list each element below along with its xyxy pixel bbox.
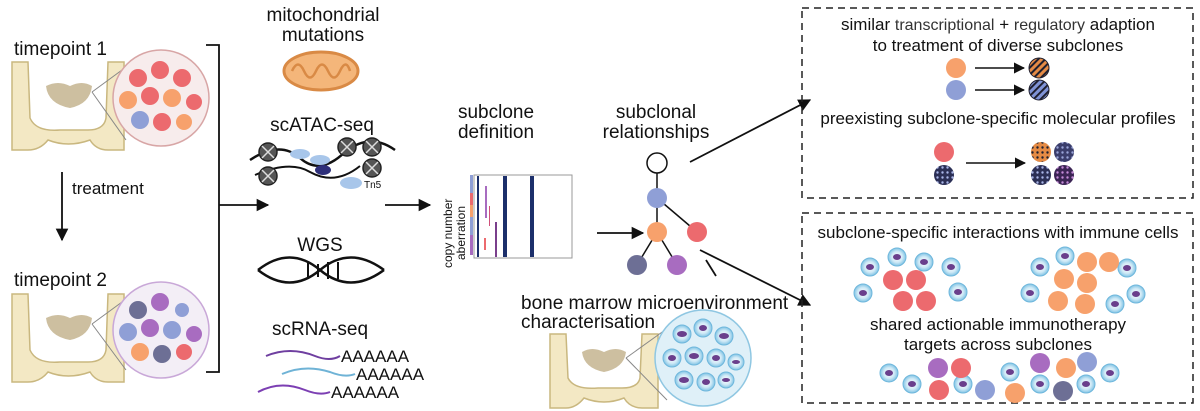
tree-node-slate (627, 255, 647, 275)
title-transcriptional: transcriptional (895, 17, 995, 34)
tree-root-node (646, 152, 668, 174)
bone-marrow-biopsy (654, 309, 752, 407)
chromatin-icon: Tn5 (249, 137, 396, 191)
top-box-title-line1: similar transcriptional + regulatory ada… (841, 15, 1155, 34)
sample-bracket (206, 44, 220, 373)
tree-node-salmon (687, 222, 707, 242)
interactions-label: subclone-specific interactions with immu… (818, 223, 1179, 242)
patient-body-2 (11, 293, 127, 383)
cna-heatmap: copy number aberration (441, 174, 573, 268)
top-box-title-line2: to treatment of diverse subclones (873, 36, 1123, 55)
preexisting-label: preexisting subclone-specific molecular … (820, 109, 1175, 128)
treatment-label: treatment (72, 179, 144, 198)
adaption-diagram (946, 57, 1050, 101)
immune-interaction-orange (1020, 246, 1146, 314)
shared-targets-row (879, 352, 1120, 403)
bottom-result-box (801, 212, 1194, 404)
subclone-def-line2: definition (458, 122, 534, 143)
tree-node-orange (647, 222, 667, 242)
arrow-to-bottom-box (699, 249, 812, 306)
tn5-label: Tn5 (364, 180, 382, 191)
tree-node-blue (647, 188, 667, 208)
bm-label-line2: characterisation (521, 312, 655, 333)
title-prefix: similar (841, 15, 895, 34)
subclonal-rel-line2: relationships (603, 122, 710, 143)
scatac-label: scATAC-seq (270, 115, 374, 136)
cna-axis-line2: aberration (454, 206, 468, 260)
immune-interaction-salmon (853, 247, 968, 311)
arrow-to-top-box (689, 99, 812, 163)
targets-label-line1: shared actionable immunotherapy (870, 315, 1127, 334)
mito-label-line1: mitochondrial (267, 5, 380, 26)
subclone-def-line1: subclone (458, 102, 534, 123)
timepoint1-label: timepoint 1 (14, 39, 107, 60)
bm-connector (705, 259, 717, 277)
tumor-biopsy-1 (112, 49, 210, 147)
preexisting-diagram (934, 142, 1074, 185)
polya-1: AAAAAA (341, 347, 410, 366)
timepoint2-label: timepoint 2 (14, 270, 107, 291)
bm-label-line1: bone marrow microenvironment (521, 293, 789, 314)
tumor-biopsy-2 (112, 281, 210, 379)
rna-transcripts-icon: AAAAAA AAAAAA AAAAAA (257, 347, 425, 402)
phylogenetic-tree (627, 152, 707, 275)
tree-node-purple (667, 255, 687, 275)
title-plus: + (994, 15, 1013, 34)
title-suffix: adaption (1085, 15, 1155, 34)
mito-label-line2: mutations (282, 25, 364, 46)
top-result-box (801, 7, 1194, 199)
subclonal-rel-line1: subclonal (616, 102, 696, 123)
cna-axis-line1: copy number (441, 199, 455, 268)
scrna-label: scRNA-seq (272, 319, 368, 340)
polya-3: AAAAAA (331, 383, 400, 402)
patient-body-1 (11, 61, 127, 151)
dna-helix-icon (257, 256, 385, 284)
mitochondrion-icon (282, 50, 360, 92)
targets-label-line2: targets across subclones (904, 335, 1092, 354)
patient-body-3 (549, 329, 668, 409)
polya-2: AAAAAA (356, 365, 425, 384)
title-regulatory: regulatory (1014, 17, 1085, 34)
wgs-label: WGS (297, 235, 342, 256)
